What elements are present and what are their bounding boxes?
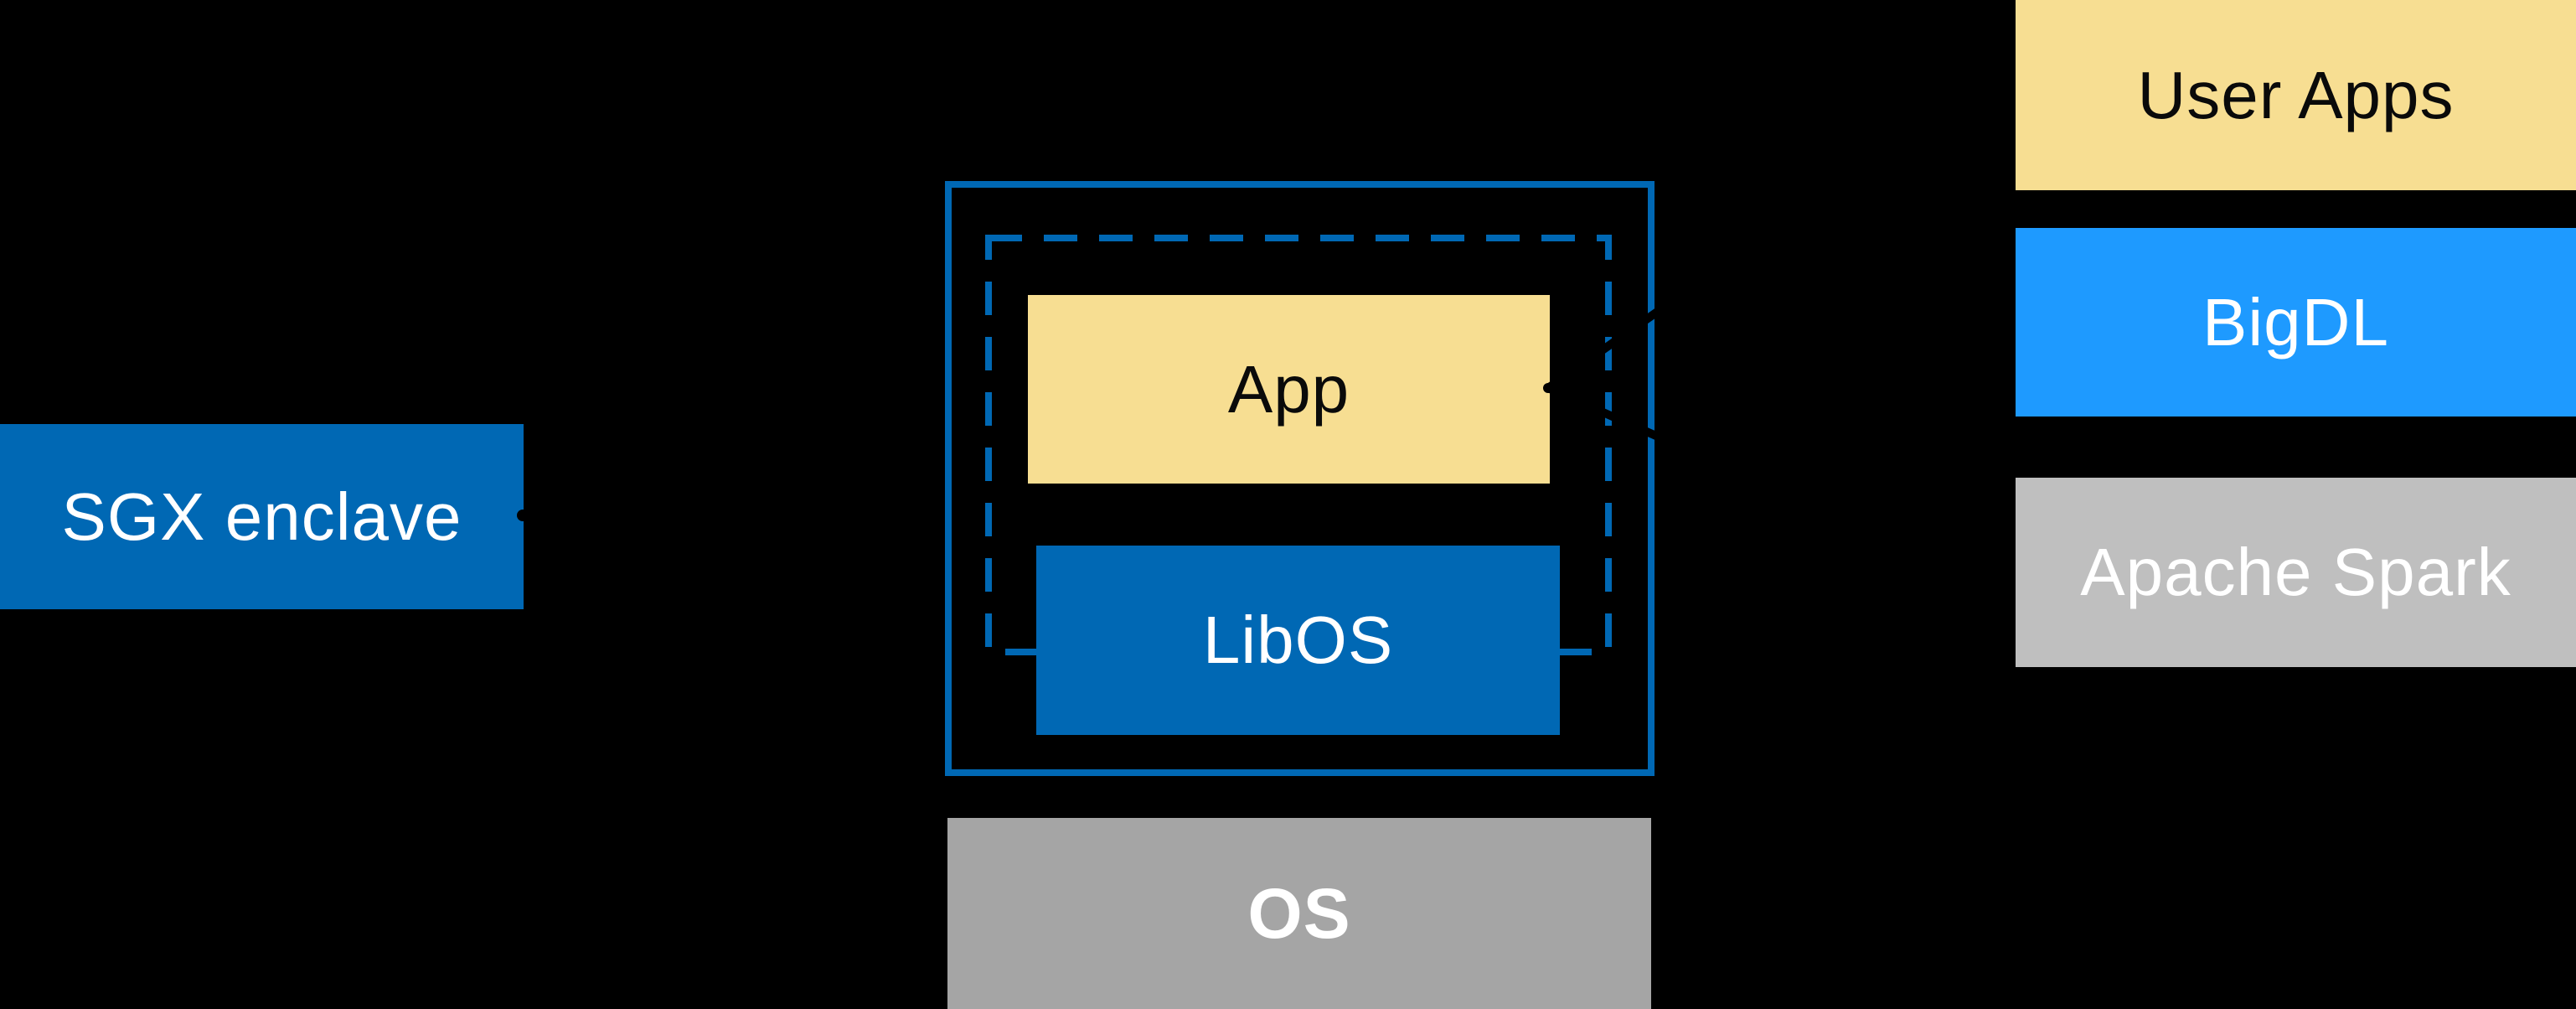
apache-spark-label: Apache Spark — [2080, 535, 2511, 609]
sgx-enclave-label: SGX enclave — [61, 479, 462, 554]
user-apps-box: User Apps — [2016, 0, 2576, 190]
sgx-enclave-box: SGX enclave — [0, 424, 524, 609]
app-box: App — [1028, 295, 1550, 484]
bigdl-box: BigDL — [2016, 228, 2576, 417]
user-apps-label: User Apps — [2137, 57, 2455, 132]
bigdl-label: BigDL — [2202, 284, 2389, 360]
os-label: OS — [1247, 874, 1351, 953]
libos-label: LibOS — [1202, 603, 1394, 677]
os-box: OS — [947, 818, 1651, 1009]
apache-spark-box: Apache Spark — [2016, 478, 2576, 667]
libos-box: LibOS — [1036, 546, 1560, 735]
app-label: App — [1227, 351, 1350, 427]
